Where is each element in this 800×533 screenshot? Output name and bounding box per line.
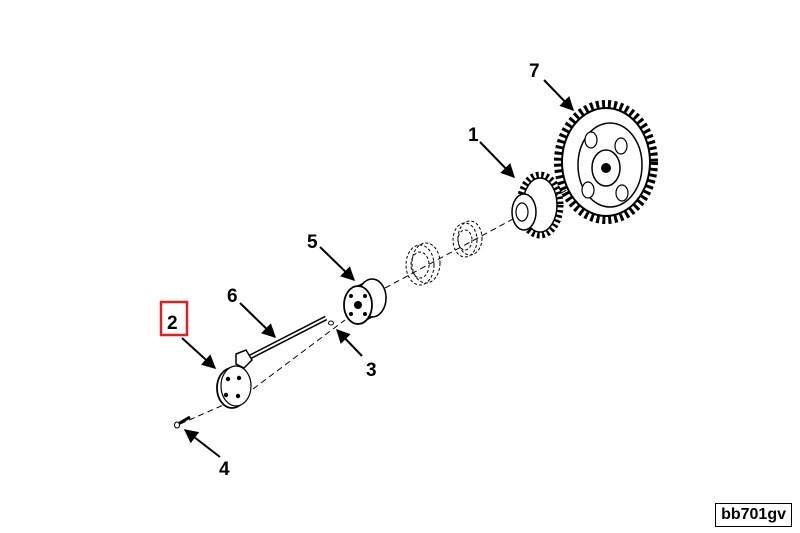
large-gear [554, 100, 658, 224]
highlight-box [159, 300, 189, 337]
phantom-ring-front [405, 242, 441, 286]
callout-2[interactable]: 2 [167, 313, 178, 334]
phantom-ring-rear [452, 220, 483, 258]
dowel-pin [328, 320, 334, 326]
capscrew [174, 415, 191, 429]
callout-1[interactable]: 1 [468, 125, 479, 146]
callout-7[interactable]: 7 [529, 61, 540, 82]
hub [343, 278, 387, 326]
callout-3[interactable]: 3 [366, 360, 377, 381]
callout-5[interactable]: 5 [307, 232, 318, 253]
callout-6[interactable]: 6 [227, 286, 238, 307]
small-gear [511, 171, 564, 239]
leader-lines [181, 79, 574, 458]
reference-code: bb701gv [715, 503, 792, 527]
callout-4[interactable]: 4 [219, 459, 230, 480]
callout-2-highlight[interactable]: 2 [159, 300, 189, 337]
long-bolt [235, 315, 328, 369]
thrust-plate [216, 365, 252, 409]
